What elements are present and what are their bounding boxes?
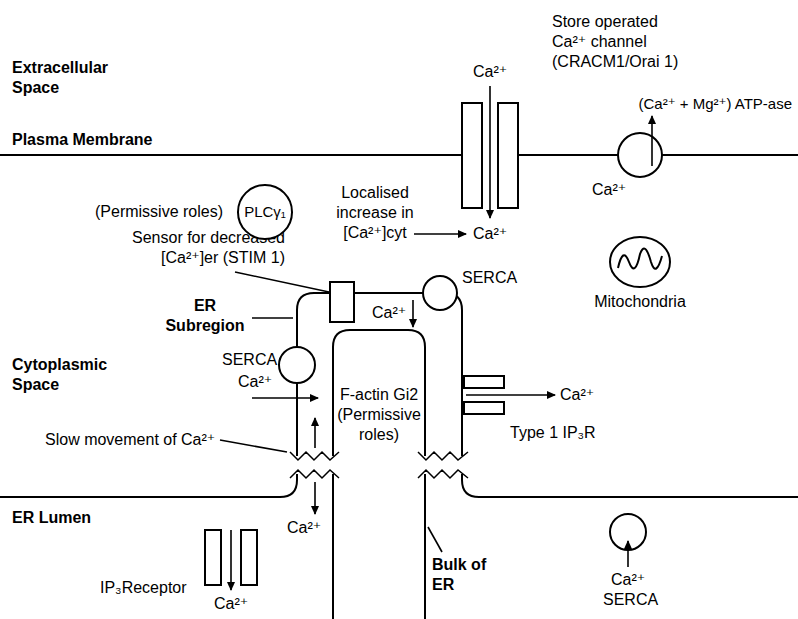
component-label: Store operated Ca²⁺ channel (CRACM1/Orai… [552,12,692,72]
receptor-subunit [464,376,504,388]
ion-flow-arrow [489,86,491,218]
region-label: ER Lumen [12,508,91,528]
node-text: PLCγ₁ [244,203,286,221]
pointer-arrow [414,233,466,235]
mitochondrion-cristae [618,249,662,269]
ion-label: Ca²⁺ [287,518,321,538]
component-label: Mitochondria [594,292,686,312]
mitochondrion [610,237,670,287]
region-label: Plasma Membrane [12,130,153,150]
ion-flow-arrow [466,394,555,396]
component-label: SERCA [603,590,658,610]
ion-label: Ca²⁺ [611,570,645,590]
serca-pump [279,347,315,383]
receptor-subunit [464,402,504,414]
ion-flow-arrow [627,541,629,567]
ion-label: Ca²⁺ [473,62,507,82]
component-label: IP₃Receptor [100,578,187,598]
leader-line [235,272,329,292]
break-mark [418,452,468,460]
ion-label: Ca²⁺ [592,180,626,200]
leader-line [220,440,287,452]
ion-label: Ca²⁺ [214,594,248,614]
note-label: (Permissive roles) [95,202,223,222]
ion-flow-arrow [252,397,318,399]
enzyme-circle: PLCγ₁ [237,184,293,240]
plasma-membrane [0,154,798,156]
region-label: Bulk of ER [432,555,502,595]
component-label: Type 1 IP₃R [510,423,596,443]
leader-line [428,527,442,552]
ion-flow-arrow [230,530,232,590]
pump-circle [618,133,662,177]
stim-sensor [330,282,354,322]
er-outer-wall [462,474,798,497]
receptor-subunit [241,530,257,585]
er-inner-wall [333,474,425,619]
break-mark [418,470,468,478]
er-outer-wall [297,293,462,456]
channel-subunit [462,103,482,208]
break-mark [290,452,339,460]
receptor-subunit [205,530,221,585]
break-mark [290,470,339,478]
region-label: Cytoplasmic Space [12,355,117,395]
note-label: Slow movement of Ca²⁺ [45,430,215,450]
channel-subunit [498,103,518,208]
er-outer-wall [0,474,297,497]
ion-label: Ca²⁺ [238,372,272,392]
ion-flow-arrow [314,482,316,514]
component-label: (Ca²⁺ + Mg²⁺) ATP-ase [638,94,792,114]
ion-flow-arrow [651,116,653,166]
serca-pump [423,276,457,310]
ion-label: Ca²⁺ [473,224,507,244]
note-label: Localised increase in [Ca²⁺]cyt [330,183,420,243]
component-label: SERCA [462,268,517,288]
component-label: SERCA [222,350,277,370]
region-label: ER Subregion [160,296,250,336]
er-inner-wall [333,330,425,456]
ion-flow-arrow [314,418,316,448]
region-label: Extracellular Space [12,58,127,98]
leader-line [252,317,293,319]
ion-label: Ca²⁺ [560,385,594,405]
ion-flow-arrow [412,300,414,327]
note-label: F-actin Gi2 (Permissive roles) [337,385,421,445]
ion-label: Ca²⁺ [372,303,406,323]
